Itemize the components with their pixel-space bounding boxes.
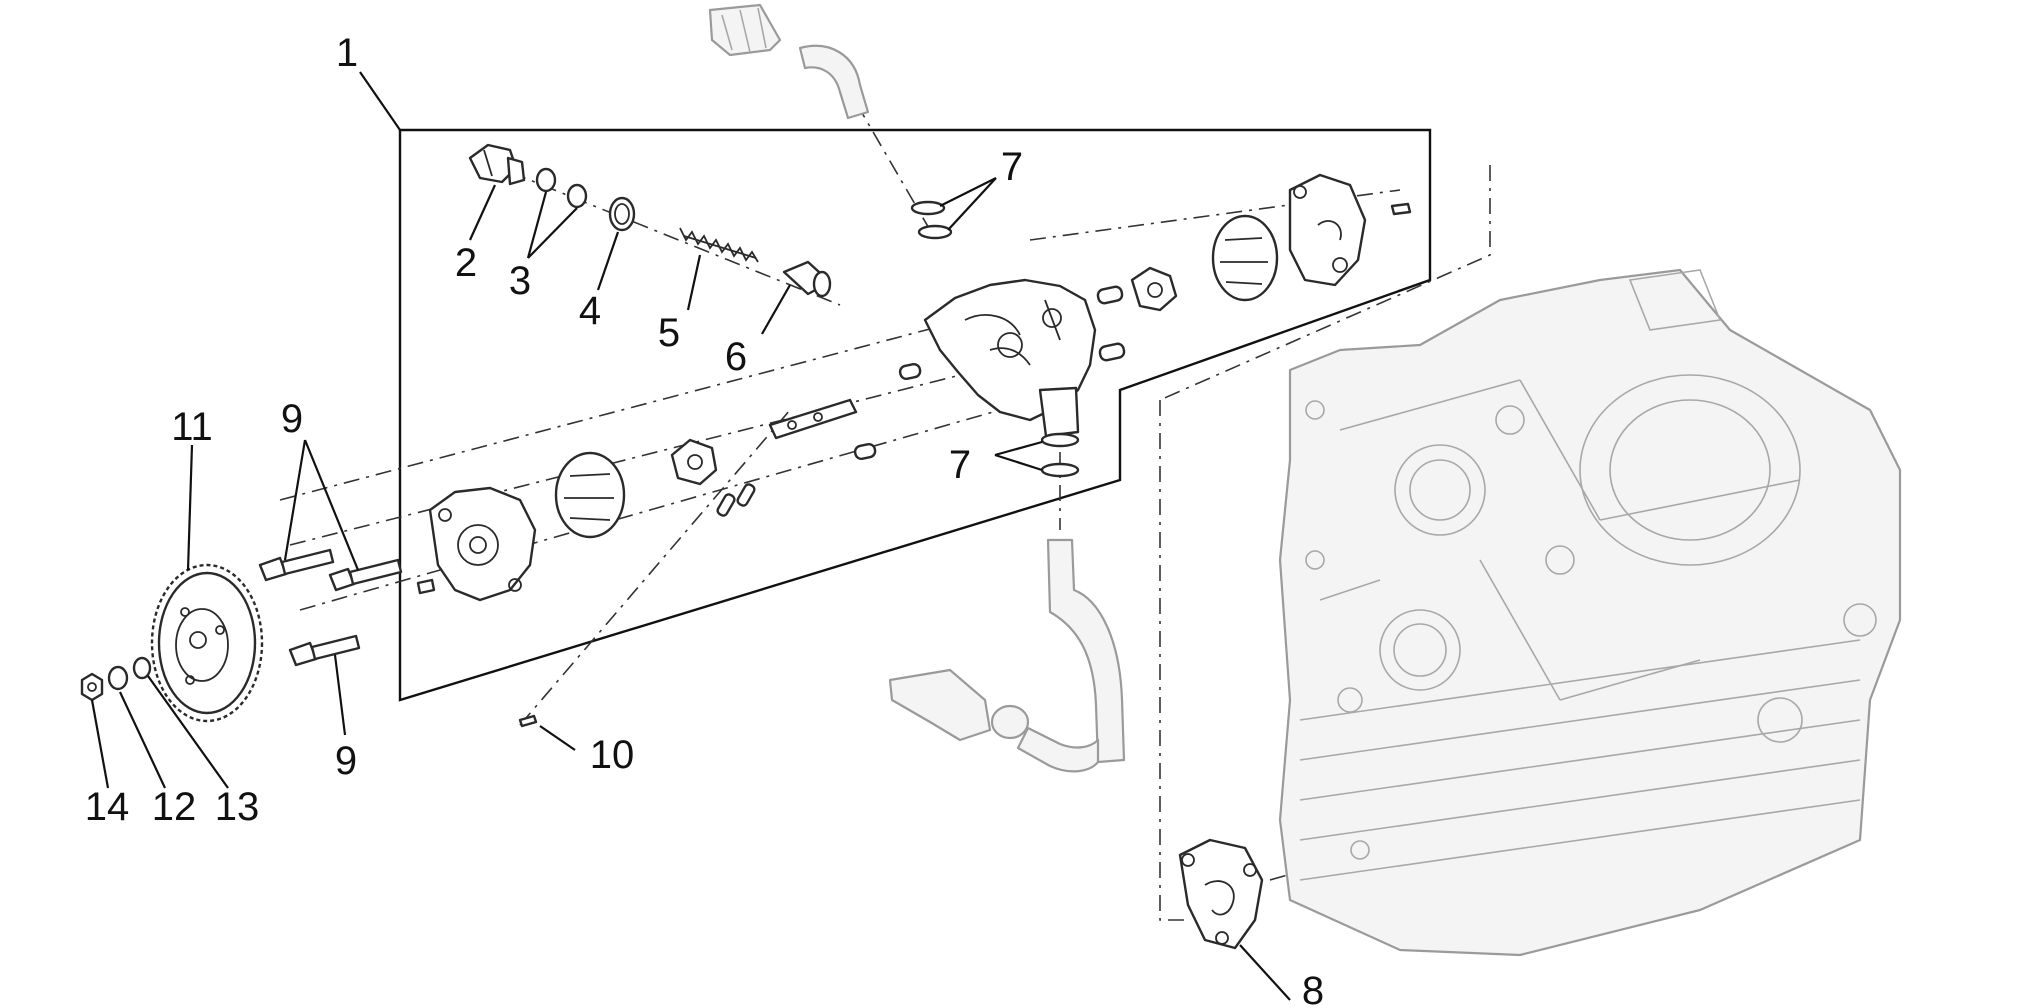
- lower-hose: [888, 538, 1126, 773]
- callout-2: 2: [455, 241, 477, 285]
- pump-dowels: [853, 285, 1126, 461]
- pump-drive-gear: [150, 563, 264, 723]
- callout-1: 1: [336, 31, 358, 75]
- callout-9-upper: 9: [281, 397, 303, 441]
- callout-8: 8: [1302, 969, 1324, 1008]
- callout-10: 10: [590, 733, 635, 777]
- sealing-washers: [535, 167, 588, 209]
- upper-rings: [910, 200, 953, 240]
- leader-lines: [90, 71, 1291, 1001]
- callout-9-lower: 9: [335, 739, 357, 783]
- callout-7-lower: 7: [949, 443, 971, 487]
- bolt-upper: [258, 548, 335, 582]
- cover-screw-right: [1390, 202, 1412, 216]
- oil-pump-body: [923, 278, 1097, 438]
- callout-12: 12: [152, 785, 197, 829]
- callout-7-upper: 7: [1001, 145, 1023, 189]
- relief-spring: [679, 227, 759, 263]
- engine-crankcase: [1278, 268, 1902, 957]
- bolt-lower: [288, 634, 361, 667]
- callout-13: 13: [215, 785, 260, 829]
- lower-rings: [1040, 432, 1080, 478]
- outer-rotor-right: [1211, 214, 1279, 302]
- gear-washers-nut: [80, 656, 152, 702]
- relief-plug: [468, 143, 526, 186]
- callout-4: 4: [579, 289, 601, 333]
- pump-cover-right: [1288, 173, 1367, 287]
- callout-14: 14: [85, 785, 130, 829]
- pump-cover-left: [428, 486, 537, 602]
- upper-hose: [708, 3, 870, 120]
- assembly-frame: [398, 128, 1432, 702]
- inner-rotor-right: [1130, 266, 1178, 312]
- callout-11: 11: [171, 405, 213, 449]
- pump-shaft: [716, 398, 858, 517]
- bolt-middle: [328, 558, 403, 592]
- callout-5: 5: [658, 311, 680, 355]
- inner-rotor-left: [670, 438, 718, 486]
- dowel-pin: [518, 714, 538, 728]
- o-ring: [608, 196, 636, 232]
- callout-labels: 1 2 3 4 5 6 7 7 8 9 9 10 11 12 13 14: [85, 31, 1324, 1008]
- relief-piston: [782, 260, 832, 298]
- callout-3: 3: [509, 259, 531, 303]
- small-screw-left: [416, 578, 436, 595]
- callout-6: 6: [725, 335, 747, 379]
- outer-rotor-left: [554, 451, 626, 539]
- crankcase-cover-plate: [1178, 838, 1264, 950]
